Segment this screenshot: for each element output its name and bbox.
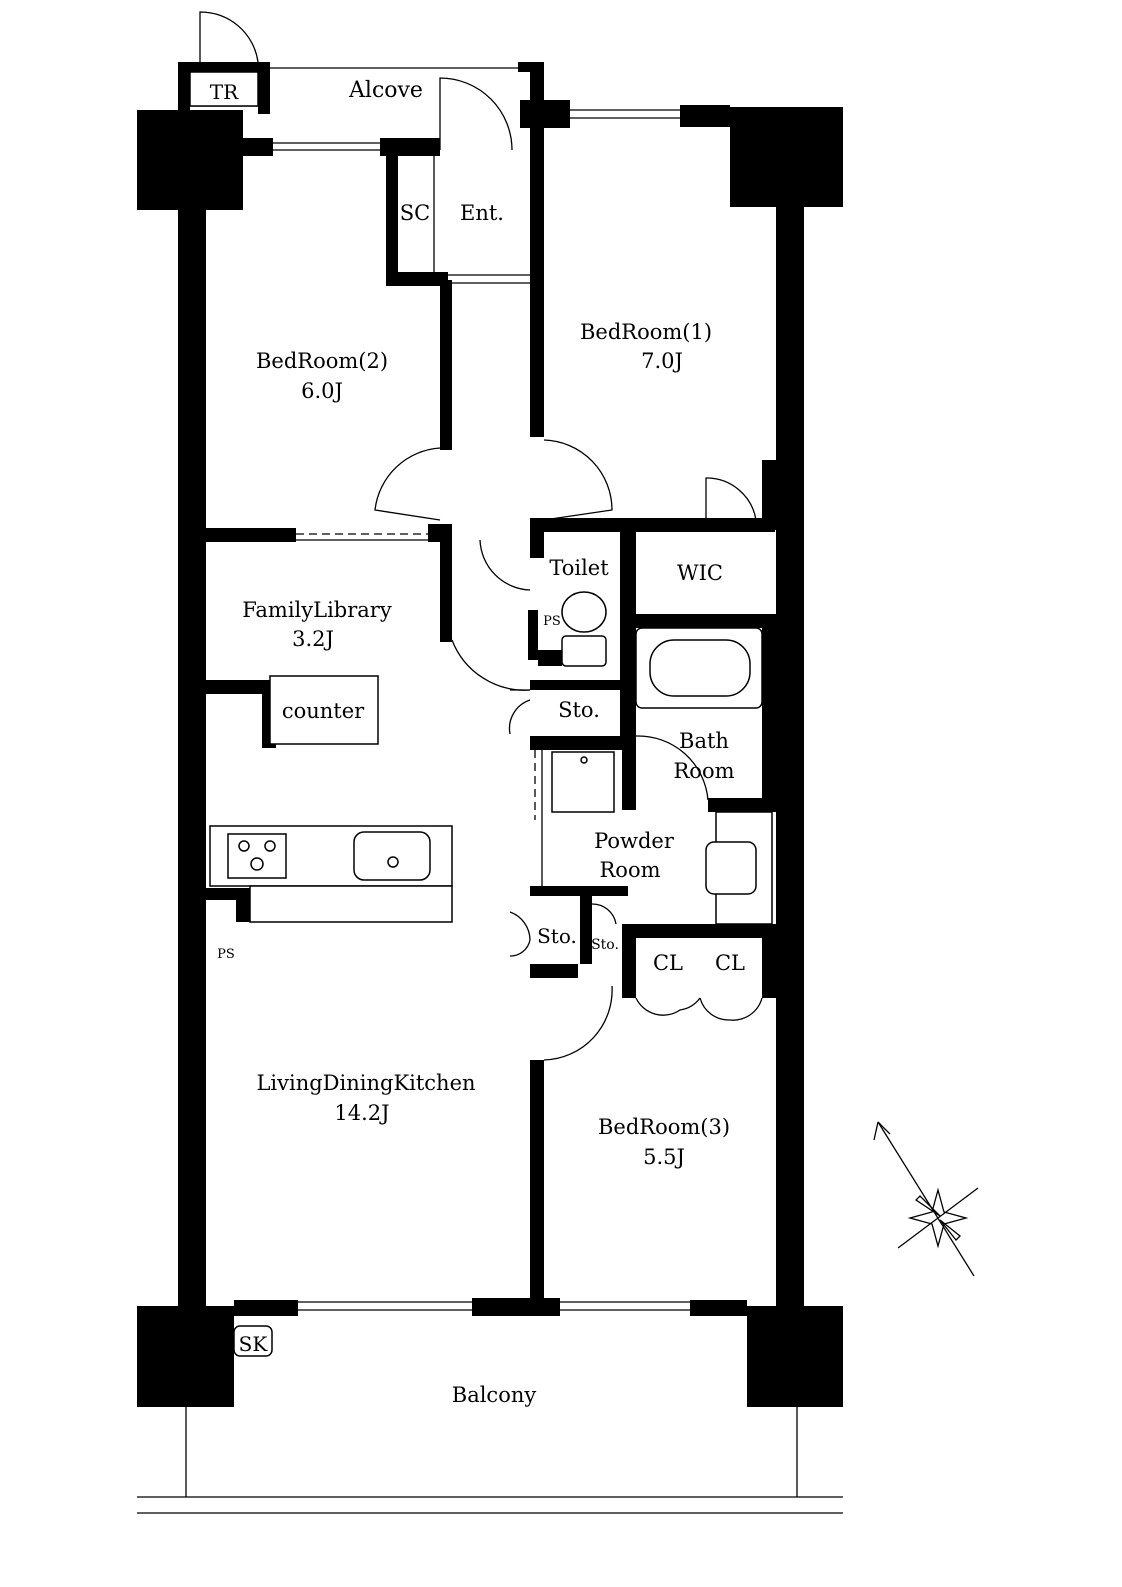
- exterior-walls: [137, 62, 843, 1407]
- bedroom3-name: BedRoom(3): [598, 1115, 730, 1139]
- room-labels: Alcove TR SC Ent. BedRoom(1) 7.0J BedRoo…: [210, 78, 745, 1407]
- ps-toilet-label: PS: [543, 614, 561, 629]
- family-library-size: 3.2J: [292, 627, 334, 651]
- bath-label-line1: Bath: [679, 729, 729, 753]
- sto-lower-small-label: Sto.: [591, 937, 619, 953]
- door-swings: [199, 11, 763, 1061]
- library-counter: [269, 675, 379, 745]
- powder-label-line1: Powder: [594, 829, 675, 853]
- bedroom1-name: BedRoom(1): [580, 320, 712, 344]
- sc-label: SC: [400, 201, 430, 225]
- counter-label: counter: [282, 699, 365, 723]
- ldk-size: 14.2J: [334, 1101, 389, 1125]
- family-library-name: FamilyLibrary: [242, 598, 392, 622]
- windows: [273, 109, 690, 1311]
- cl-right-label: CL: [715, 951, 745, 975]
- cl-left-label: CL: [653, 951, 683, 975]
- fixtures: [189, 71, 773, 1357]
- toilet-fixture: [561, 635, 607, 667]
- wic-label: WIC: [677, 561, 723, 585]
- tr-label: TR: [210, 80, 239, 104]
- bedroom3-size: 5.5J: [643, 1145, 685, 1169]
- sk-label: SK: [239, 1332, 269, 1356]
- stove: [227, 833, 287, 879]
- bath-label-line2: Room: [673, 759, 734, 783]
- alcove-outline: [137, 67, 843, 1514]
- ps-kitchen-label: PS: [217, 947, 235, 962]
- toilet-label: Toilet: [549, 556, 609, 580]
- balcony-label: Balcony: [452, 1383, 537, 1407]
- powder-label-line2: Room: [599, 858, 660, 882]
- alcove-label: Alcove: [348, 78, 423, 103]
- kitchen-sink: [353, 831, 431, 881]
- bedroom2-name: BedRoom(2): [256, 349, 388, 373]
- bedroom1-size: 7.0J: [641, 349, 683, 373]
- sto-lower-left-label: Sto.: [537, 924, 577, 948]
- ldk-name: LivingDiningKitchen: [256, 1071, 475, 1095]
- compass-rose-icon: [873, 1121, 979, 1277]
- ent-label: Ent.: [460, 201, 504, 225]
- sto-upper-label: Sto.: [558, 698, 600, 722]
- interior-walls: [206, 125, 776, 1312]
- bedroom2-size: 6.0J: [301, 379, 343, 403]
